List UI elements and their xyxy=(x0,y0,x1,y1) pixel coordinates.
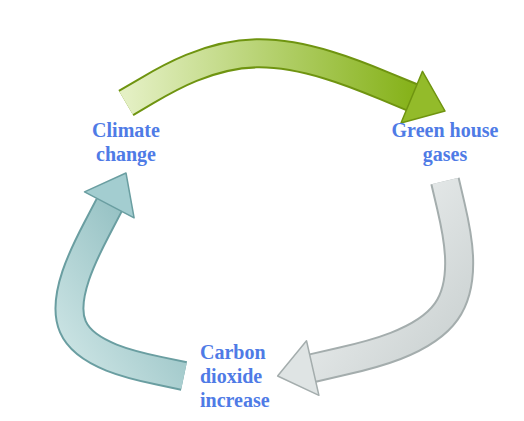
arrow-outline xyxy=(69,205,184,376)
cycle-stage-label: Climate change xyxy=(66,116,186,168)
arrow-head xyxy=(278,341,319,396)
cycle-stage-label: Green house gases xyxy=(370,116,520,168)
arrow-outline xyxy=(313,181,459,368)
arrow-outline xyxy=(126,53,412,103)
cycle-arrow xyxy=(278,181,460,395)
cycle-arrow xyxy=(126,53,445,123)
arrow-head xyxy=(401,71,445,123)
stage-text: Green house gases xyxy=(374,118,516,166)
cycle-stage-label: Carbon dioxide increase xyxy=(196,338,296,414)
arrow-body xyxy=(69,205,184,376)
arrow-body xyxy=(126,53,412,103)
arrow-body xyxy=(313,181,459,368)
arrow-head xyxy=(84,173,134,218)
cycle-arrow xyxy=(69,173,184,376)
stage-text: Carbon dioxide increase xyxy=(200,340,292,412)
stage-text: Climate change xyxy=(70,118,182,166)
